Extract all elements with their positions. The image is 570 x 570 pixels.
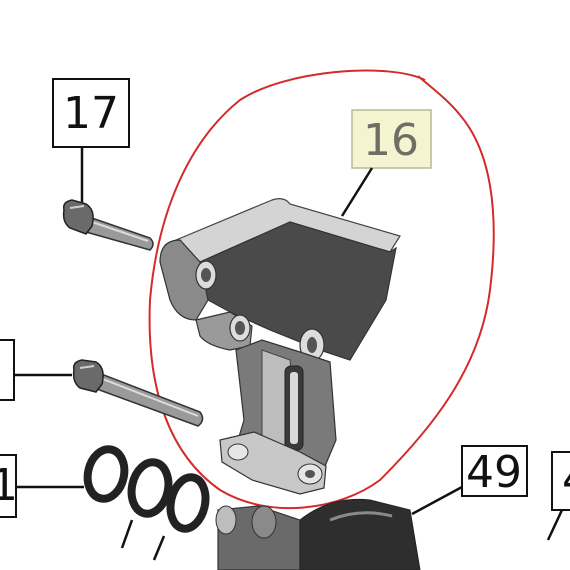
washer-1[interactable] bbox=[83, 445, 129, 503]
callout-left-low[interactable]: 1 bbox=[0, 454, 18, 518]
callout-49-box bbox=[461, 445, 528, 497]
callout-16-label: 16 bbox=[363, 115, 419, 166]
callout-16-leader bbox=[340, 167, 374, 217]
callout-16[interactable]: 16 bbox=[351, 109, 432, 169]
washer-leader-a bbox=[120, 519, 134, 549]
callout-49-label: 49 bbox=[466, 447, 522, 498]
callout-right-low[interactable]: 4 bbox=[551, 451, 570, 511]
part-49[interactable] bbox=[299, 498, 421, 570]
callout-17[interactable]: 17 bbox=[52, 78, 130, 148]
callout-17-label: 17 bbox=[63, 88, 119, 139]
callout-right-low-box bbox=[551, 451, 570, 511]
callout-49-leader bbox=[411, 485, 463, 516]
callout-right-low-leader bbox=[546, 509, 564, 541]
washer-3[interactable] bbox=[166, 473, 210, 533]
callout-left-mid-box bbox=[0, 339, 15, 401]
washer-2[interactable] bbox=[127, 458, 173, 518]
callout-right-low-label: 4 bbox=[562, 454, 570, 505]
callout-left-low-label: 1 bbox=[0, 460, 18, 511]
annotation-circle bbox=[148, 69, 495, 510]
bolt-lower[interactable] bbox=[72, 359, 204, 427]
callout-left-mid[interactable] bbox=[0, 339, 15, 401]
bolt-17[interactable] bbox=[62, 199, 154, 251]
callout-17-box bbox=[52, 78, 130, 148]
spacer-tube[interactable] bbox=[215, 505, 301, 570]
bracket-16[interactable] bbox=[159, 198, 401, 495]
callout-16-box bbox=[351, 109, 432, 169]
washer-leader-b bbox=[152, 535, 166, 561]
callout-49[interactable]: 49 bbox=[461, 445, 528, 498]
